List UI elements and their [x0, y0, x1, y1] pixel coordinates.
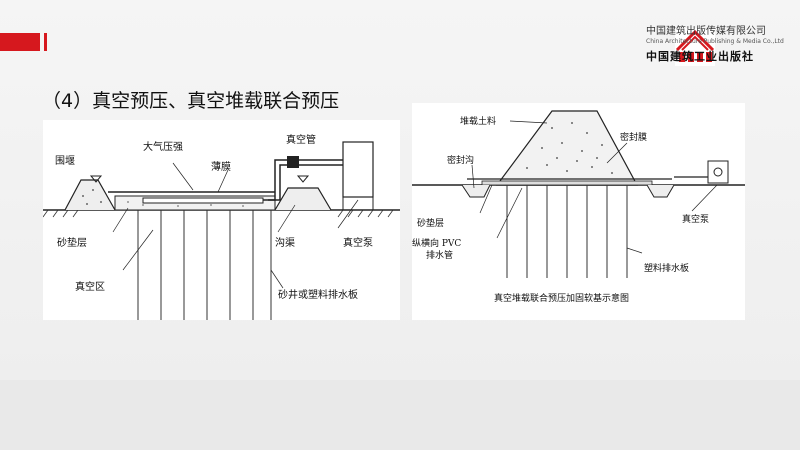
label-vacuum-zone: 真空区 — [75, 280, 105, 293]
label-atm-pressure: 大气压强 — [143, 140, 183, 153]
slide-heading: （4）真空预压、真空堆载联合预压 — [42, 90, 340, 112]
floor-background — [0, 380, 800, 450]
label-cofferdam: 围堰 — [55, 155, 75, 167]
diagram-caption: 真空堆载联合预压加固软基示意图 — [494, 292, 629, 304]
vacuum-preloading-diagram: 围堰 大气压强 真空管 薄膜 砂垫层 真空区 沟渠 真空泵 砂井或塑料排水板 — [43, 133, 400, 320]
publisher-logo-icon — [675, 28, 715, 66]
label-membrane: 薄膜 — [211, 160, 231, 173]
label-vacuum-pump: 真空泵 — [343, 236, 373, 249]
label-vacuum-pump-right: 真空泵 — [682, 213, 709, 225]
label-ditch: 沟渠 — [275, 236, 295, 249]
label-sand-cushion: 砂垫层 — [57, 236, 87, 249]
left-diagram-panel: 围堰 大气压强 真空管 薄膜 砂垫层 真空区 沟渠 真空泵 砂井或塑料排水板 — [43, 120, 400, 320]
label-pvc-pipe-1: 纵横向 PVC — [412, 237, 461, 249]
publisher-logo-text: 中国建筑出版传媒有限公司 China Architecture Publishi… — [646, 22, 798, 64]
label-fill-soil: 堆载土料 — [460, 115, 496, 127]
label-drain: 砂井或塑料排水板 — [278, 288, 358, 301]
label-seal-membrane: 密封膜 — [620, 131, 647, 143]
label-vacuum-pipe: 真空管 — [286, 133, 316, 146]
label-plastic-drain: 塑料排水板 — [644, 262, 689, 274]
label-seal-ditch: 密封沟 — [447, 154, 474, 166]
vacuum-surcharge-diagram: 堆载土料 密封膜 密封沟 砂垫层 纵横向 PVC 排水管 真空泵 塑料排水板 真… — [412, 110, 745, 304]
label-sand-cushion-right: 砂垫层 — [417, 217, 444, 229]
publisher-calligraphy: 中国建筑工业出版社 — [646, 50, 754, 63]
label-pvc-pipe-2: 排水管 — [426, 249, 453, 261]
publisher-name-en: China Architecture Publishing & Media Co… — [646, 38, 784, 45]
publisher-name-cn: 中国建筑出版传媒有限公司 — [646, 26, 766, 37]
accent-bar — [0, 33, 47, 51]
right-diagram-panel: 堆载土料 密封膜 密封沟 砂垫层 纵横向 PVC 排水管 真空泵 塑料排水板 真… — [412, 103, 745, 320]
